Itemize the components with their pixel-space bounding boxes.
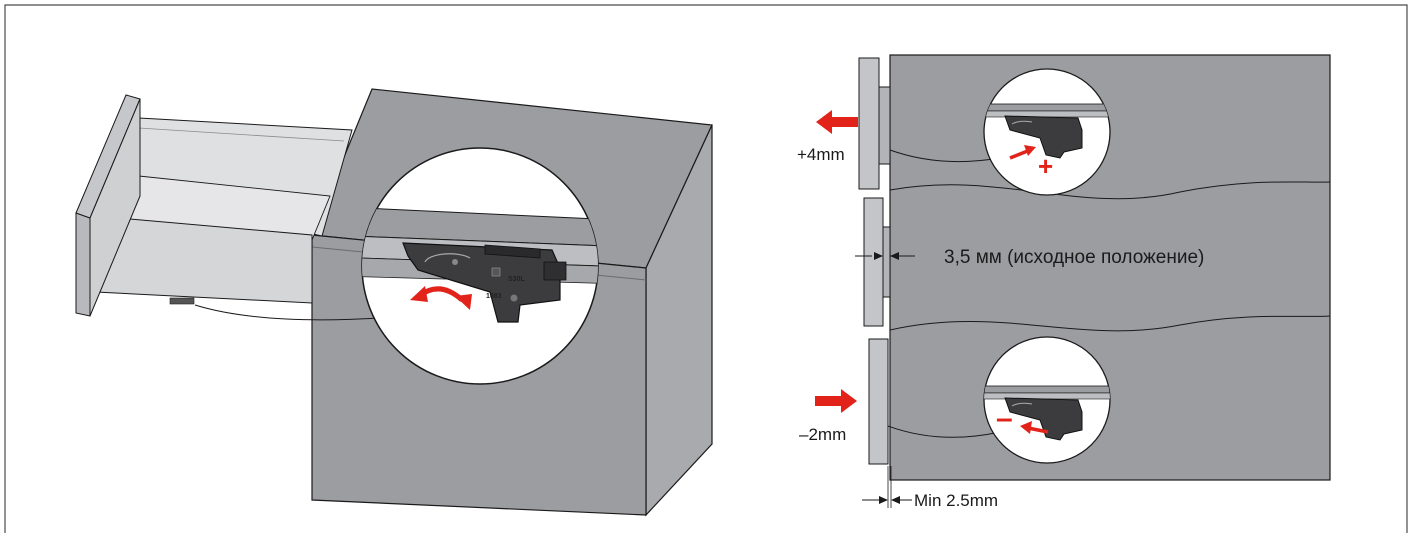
adjustment-default: 3,5 мм (исходное положение)	[855, 197, 1204, 327]
adjustment-minus-2mm: –2mm –	[799, 336, 1111, 465]
curved-double-arrow-icon	[410, 286, 472, 310]
soft-close-mechanism: S30L 1083	[402, 242, 567, 323]
magnifier-bottom	[984, 385, 1110, 441]
magnifier-top	[984, 103, 1110, 159]
drawer-front-panel-face	[75, 212, 91, 317]
front-offset-adjustment-illustration: +4mm + 3,5 мм (исходное положение)	[797, 54, 1331, 510]
drawer-bottom-mechanism	[169, 297, 195, 305]
part-mark-code: 1083	[486, 293, 502, 300]
label-default-position: 3,5 мм (исходное положение)	[944, 247, 1204, 268]
break-lines	[890, 181, 1330, 332]
drawer-front-panel-side	[89, 98, 141, 317]
cabinet-with-drawer-illustration: S30L 1083	[75, 88, 713, 517]
label-minimum-gap: Min 2.5mm	[914, 491, 998, 510]
minus-symbol: –	[996, 402, 1013, 435]
adjustment-plus-4mm: +4mm +	[797, 57, 1111, 196]
plus-symbol: +	[1038, 151, 1053, 181]
callout-connector	[194, 304, 381, 321]
minimum-gap-dimension: Min 2.5mm	[862, 466, 998, 510]
left-arrow-small-icon	[1020, 421, 1049, 434]
part-mark-side: S30L	[508, 276, 525, 283]
label-plus-offset: +4mm	[797, 145, 845, 164]
right-arrow-small-icon	[1009, 145, 1036, 160]
magnifier-left: S30L 1083	[361, 147, 599, 385]
label-minus-offset: –2mm	[799, 425, 846, 444]
right-arrow-icon	[815, 389, 857, 413]
diagram-frame	[4, 4, 1408, 533]
left-arrow-icon	[816, 110, 858, 134]
